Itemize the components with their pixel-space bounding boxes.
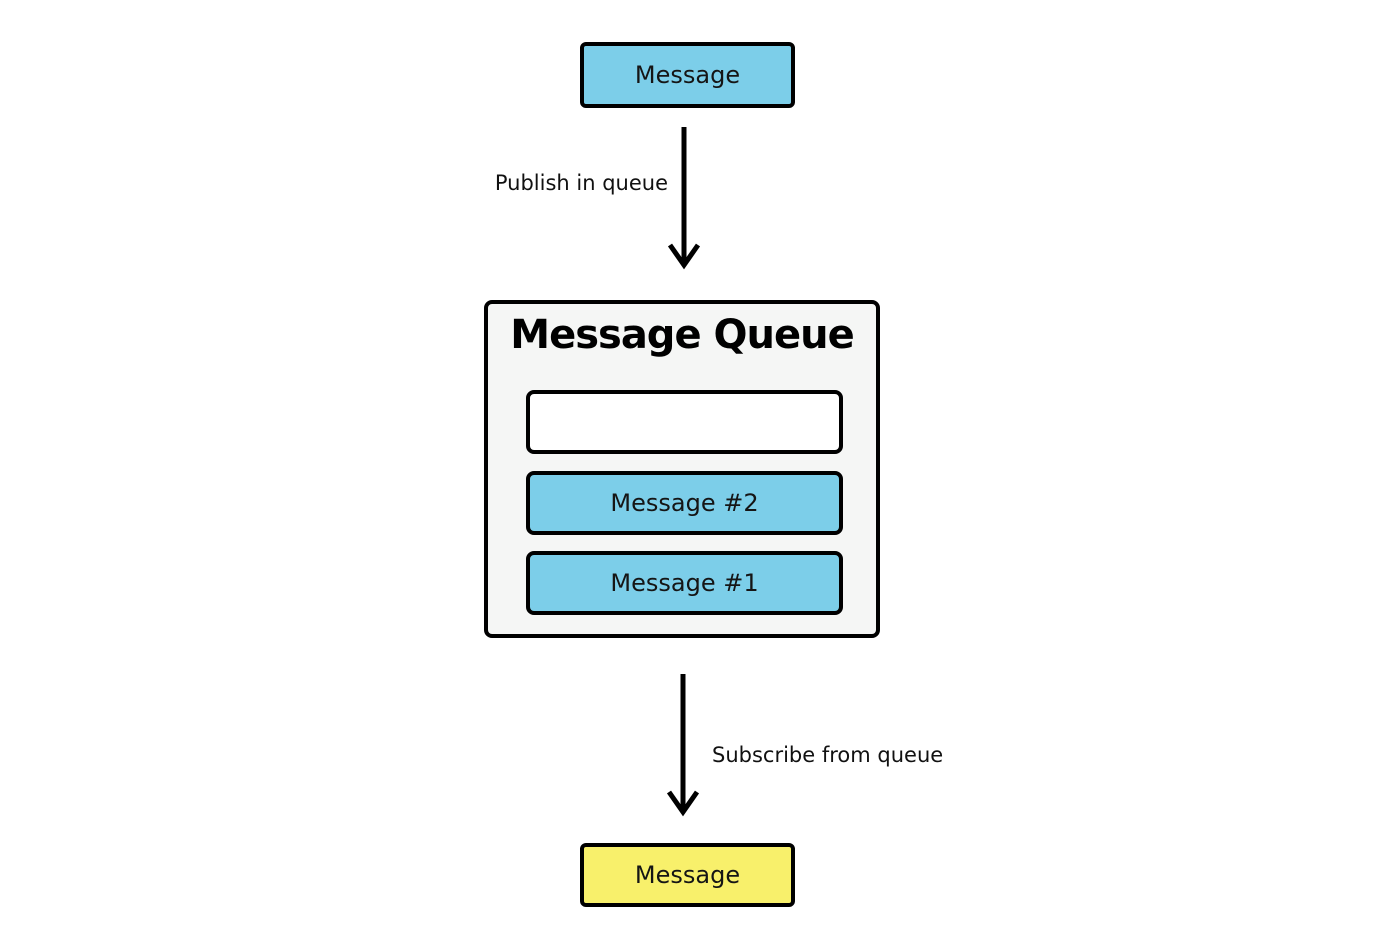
consumer-message-label: Message <box>634 861 741 889</box>
publish-arrow-icon <box>667 127 701 270</box>
message-queue-title: Message Queue <box>510 312 854 358</box>
publish-arrow-label: Publish in queue <box>494 171 668 195</box>
subscribe-arrow-label: Subscribe from queue <box>712 743 944 767</box>
queue-slot-message-2-label: Message #2 <box>610 489 759 517</box>
queue-slot-message-1: Message #1 <box>526 551 843 615</box>
queue-slot-empty <box>526 390 843 454</box>
message-queue-container: Message Queue Message #2 Message #1 <box>484 300 880 638</box>
consumer-message-box: Message <box>580 843 795 907</box>
subscribe-arrow-icon <box>666 674 700 817</box>
producer-message-box: Message <box>580 42 795 108</box>
queue-slot-message-1-label: Message #1 <box>610 569 759 597</box>
queue-slot-message-2: Message #2 <box>526 471 843 535</box>
producer-message-label: Message <box>634 61 741 89</box>
